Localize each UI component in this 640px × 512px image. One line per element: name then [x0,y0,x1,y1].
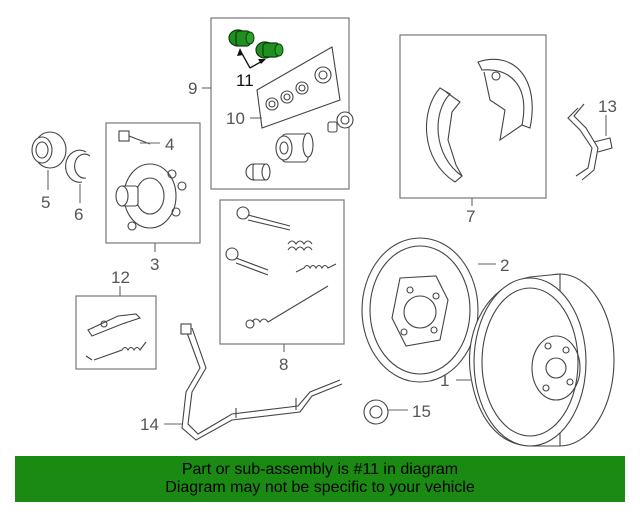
callout-2[interactable]: 2 [500,256,509,275]
callout-7[interactable]: 7 [466,207,475,226]
brake-shoe-box [399,34,547,199]
brake-drum-1: 1 [440,273,615,447]
info-banner: Part or sub-assembly is #11 in diagram D… [15,456,625,502]
exploded-parts-diagram: 9 11 10 [31,17,617,447]
brake-shoe-group: 7 [399,34,547,226]
hub-group: 3 4 [105,122,201,274]
callout-14[interactable]: 14 [140,415,159,434]
callout-10[interactable]: 10 [226,109,245,128]
adjuster-kit-group: 12 [75,268,157,370]
wheel-bearing-5: 5 [31,131,67,212]
callout-6[interactable]: 6 [74,205,83,224]
hardware-kit-group: 8 [219,199,345,374]
backing-plate-2: 2 [361,237,509,383]
hardware-kit-box [219,199,345,345]
callout-5[interactable]: 5 [41,193,50,212]
callout-12[interactable]: 12 [111,268,130,287]
callout-13[interactable]: 13 [598,97,617,116]
cap-15: 15 [363,399,431,425]
snap-ring-6: 6 [65,149,91,224]
wheel-cylinder-group: 9 11 10 [188,17,354,190]
callout-9[interactable]: 9 [188,79,197,98]
part-11-highlight[interactable] [228,29,284,59]
hub-box [105,122,201,244]
adjuster-kit-box [75,295,157,370]
callout-3[interactable]: 3 [150,255,159,274]
callout-1[interactable]: 1 [440,371,449,390]
callout-8[interactable]: 8 [279,355,288,374]
brake-line-14: 14 [140,323,343,441]
callout-11[interactable]: 11 [236,71,254,90]
wheel-cylinder-box [210,17,350,190]
callout-15[interactable]: 15 [412,402,431,421]
banner-line-disclaimer: Diagram may not be specific to your vehi… [165,479,475,496]
callout-4[interactable]: 4 [165,135,174,154]
banner-line-part: Part or sub-assembly is #11 in diagram [181,461,459,478]
brake-hose-13: 13 [567,97,617,181]
